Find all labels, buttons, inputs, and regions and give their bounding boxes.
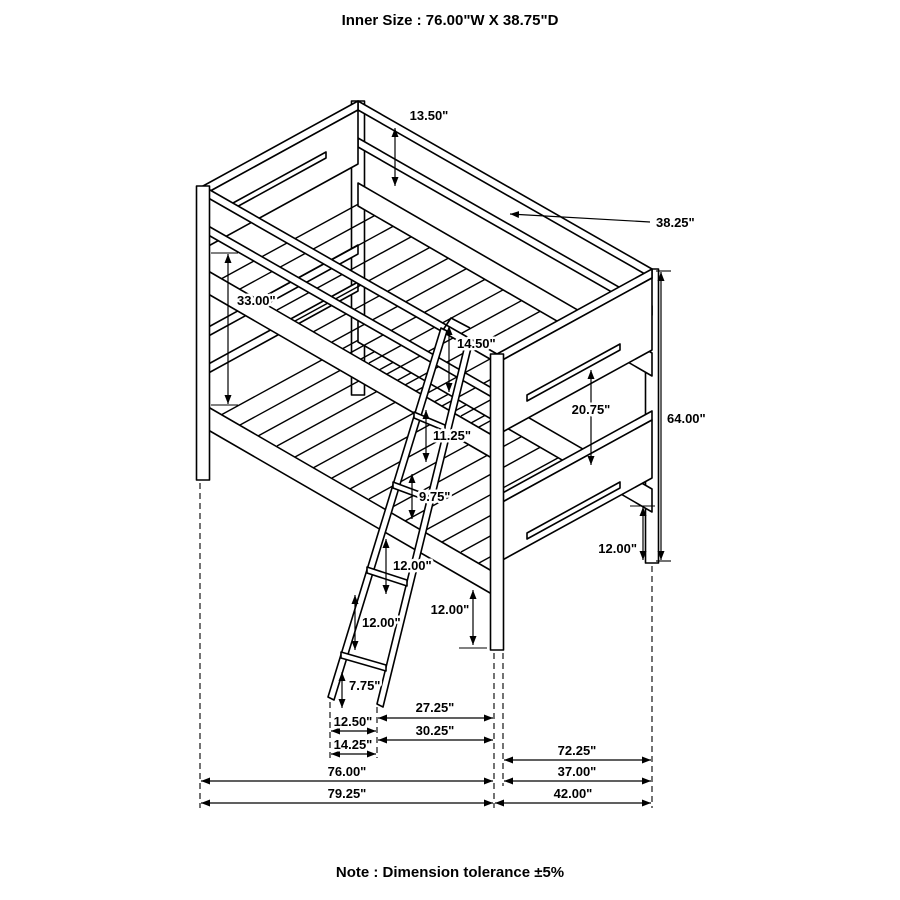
dim-label-ladder-step-5: 7.75" [349, 678, 380, 693]
head-front-post [195, 185, 211, 481]
dim-label-ladder-step-2: 9.75" [419, 489, 450, 504]
leader-top-inner-depth [509, 211, 651, 223]
dim-label-overall-depth: 42.00" [554, 786, 593, 801]
dim-label-foot-panel-gap: 20.75" [572, 402, 611, 417]
dimension-ticks [211, 252, 671, 649]
dim-label-inner-length: 76.00" [328, 764, 367, 779]
dim-label-ladder-step-4: 12.00" [362, 615, 401, 630]
dim-label-ladder-step-1: 11.25" [433, 428, 471, 443]
ladder-rung-4 [340, 651, 387, 672]
back-guard-rail-top [357, 100, 653, 279]
extension-lines [199, 483, 653, 808]
dim-label-foot-lower-span: 37.00" [558, 764, 597, 779]
foot-front-post [489, 353, 505, 651]
dim-label-ladder-span: 30.25" [416, 723, 455, 738]
lower-footboard-slot [526, 481, 621, 540]
page-title: Inner Size : 76.00"W X 38.75"D [341, 12, 559, 29]
dim-label-overall-length: 79.25" [328, 786, 367, 801]
dim-label-ladder-step-3: 12.00" [393, 558, 432, 573]
dim-label-ladder-base-width: 12.50" [334, 714, 373, 729]
dim-label-ladder-base-outer: 14.25" [334, 737, 373, 752]
dim-label-front-leg-height: 12.00" [431, 602, 470, 617]
dim-label-foot-upper-span: 72.25" [558, 743, 597, 758]
dim-label-overall-height: 64.00" [667, 411, 706, 426]
tolerance-note: Note : Dimension tolerance ±5% [335, 864, 565, 881]
dimension-arrows [201, 128, 665, 807]
upper-footboard-slot [526, 343, 621, 402]
dim-label-ladder-to-bed: 27.25" [416, 700, 455, 715]
dimension-labels: 13.50" 38.25" 33.00" 14.50" 20.75" 64.00… [235, 106, 709, 804]
dim-label-head-bunk-gap: 33.00" [237, 293, 276, 308]
dim-label-top-inner-depth: 38.25" [656, 215, 695, 230]
ladder-rung-1 [413, 411, 446, 432]
front-guard-rail-top [202, 185, 498, 364]
dim-label-back-leg-height: 12.00" [598, 541, 637, 556]
dim-label-guard-rail-height: 14.50" [457, 336, 496, 351]
footboard-panels [496, 268, 653, 564]
dim-label-guard-panel-height: 13.50" [410, 108, 449, 123]
